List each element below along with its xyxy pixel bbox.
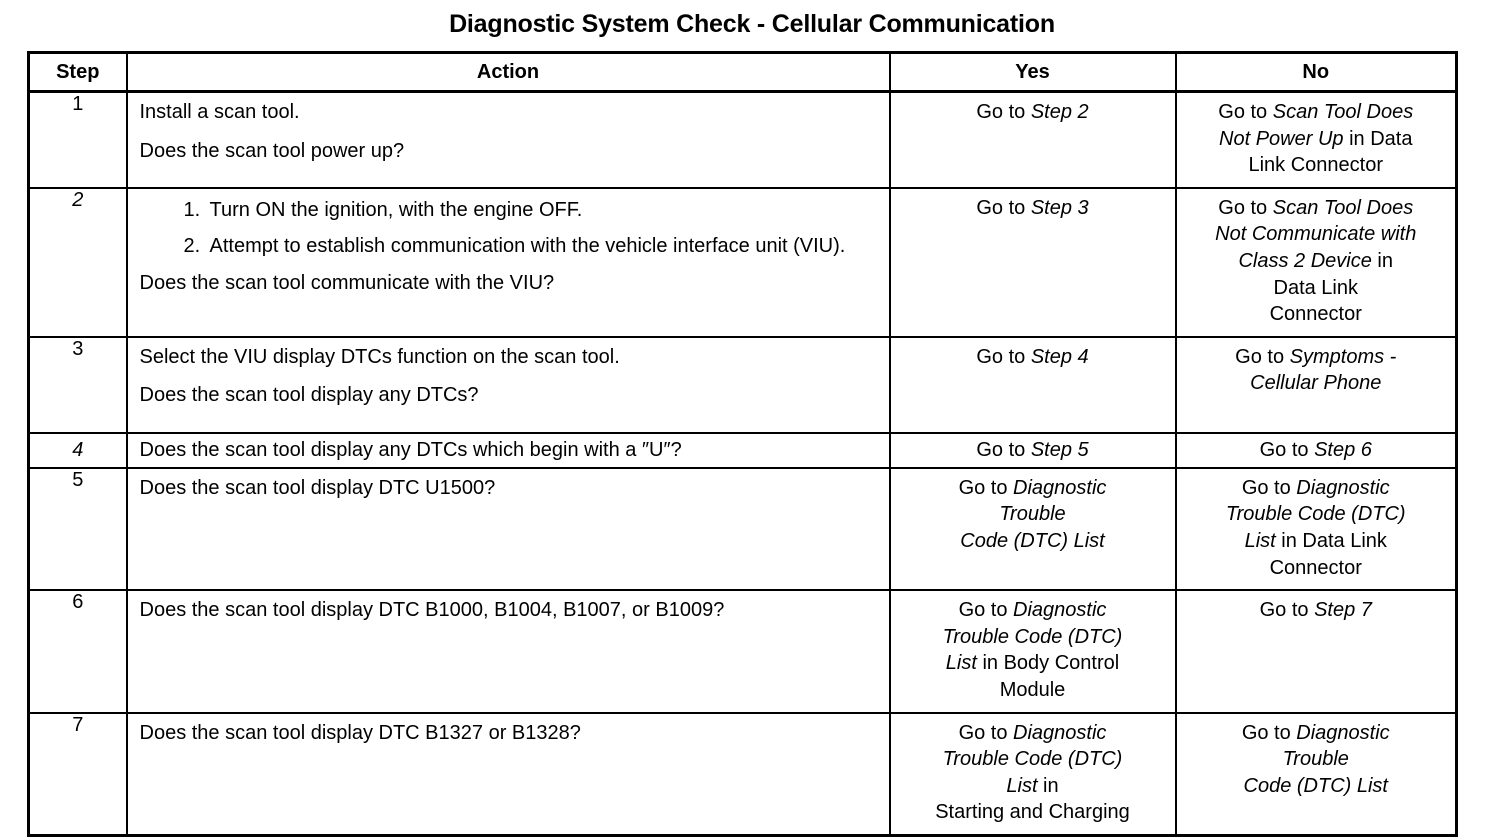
step-number-cell: 6 — [27, 589, 128, 714]
step-number-cell: 4 — [27, 431, 128, 469]
yes-answer-cell: Go to Diagnostic Trouble Code (DTC) List… — [888, 589, 1177, 714]
no-answer-cell: Go to Diagnostic Trouble Code (DTC) List — [1174, 711, 1458, 837]
no-answer-cell: Go to Step 7 — [1174, 589, 1458, 714]
table-row: 3 Select the VIU display DTCs function o… — [27, 335, 1458, 434]
no-answer-cell: Go to Step 6 — [1174, 431, 1458, 469]
answer-line: Not Power Up in Data — [1219, 127, 1413, 150]
step-number: 4 — [72, 438, 84, 461]
table-row: 5 Does the scan tool display DTC U1500? … — [27, 466, 1458, 592]
no-answer-cell: Go to Diagnostic Trouble Code (DTC) List… — [1174, 466, 1458, 592]
list-item: Turn ON the ignition, with the engine OF… — [184, 197, 583, 223]
table-row: 2 Turn ON the ignition, with the engine … — [27, 186, 1458, 338]
step-number-cell: 3 — [27, 335, 128, 434]
answer-line: Go to Scan Tool Does — [1218, 196, 1414, 219]
yes-answer-cell: Go to Diagnostic Trouble Code (DTC) List… — [888, 711, 1177, 837]
answer-line: Connector — [1269, 556, 1362, 579]
diagnostic-table-container: Step Action Yes No 1 Install a scan tool… — [27, 51, 1458, 837]
yes-answer-cell: Go to Step 4 — [888, 335, 1177, 434]
step-number-cell: 2 — [27, 186, 128, 338]
action-line: Does the scan tool power up? — [139, 139, 405, 162]
step-number: 6 — [72, 591, 84, 614]
table-row: 4 Does the scan tool display any DTCs wh… — [27, 431, 1458, 469]
action-cell: Select the VIU display DTCs function on … — [125, 335, 891, 434]
answer-line: Go to Diagnostic — [1241, 476, 1390, 499]
action-cell: Install a scan tool. Does the scan tool … — [125, 90, 891, 189]
column-header-step: Step — [27, 51, 128, 93]
action-line: Install a scan tool. — [139, 101, 300, 123]
answer-line: Go to Step 3 — [976, 196, 1089, 219]
action-line: Select the VIU display DTCs function on … — [139, 345, 620, 368]
answer-line: Link Connector — [1248, 154, 1384, 177]
no-answer-cell: Go to Scan Tool Does Not Communicate wit… — [1174, 186, 1458, 338]
step-number: 1 — [72, 93, 84, 115]
action-line: Does the scan tool display any DTCs? — [139, 384, 479, 407]
answer-line: List in Data Link — [1244, 529, 1387, 552]
answer-line: Go to Symptoms - — [1235, 345, 1397, 368]
answer-line: Not Communicate with — [1215, 223, 1417, 246]
action-cell: Turn ON the ignition, with the engine OF… — [125, 186, 891, 338]
step-number-cell: 7 — [27, 711, 128, 837]
action-cell: Does the scan tool display DTC B1327 or … — [125, 711, 891, 837]
action-line: Does the scan tool communicate with the … — [139, 271, 555, 294]
no-answer-cell: Go to Symptoms - Cellular Phone — [1174, 335, 1458, 434]
column-header-yes: Yes — [888, 51, 1177, 93]
column-header-no: No — [1174, 51, 1458, 93]
yes-answer-cell: Go to Diagnostic Trouble Code (DTC) List — [888, 466, 1177, 592]
answer-line: Go to Step 7 — [1259, 599, 1372, 622]
column-header-action: Action — [125, 51, 891, 93]
table-row: 6 Does the scan tool display DTC B1000, … — [27, 589, 1458, 714]
action-line: Does the scan tool display DTC B1000, B1… — [139, 599, 725, 622]
action-line: Does the scan tool display any DTCs whic… — [139, 438, 682, 461]
no-answer-cell: Go to Scan Tool Does Not Power Up in Dat… — [1174, 90, 1458, 189]
answer-line: List in Body Control — [945, 652, 1120, 675]
answer-line: Go to Scan Tool Does — [1218, 101, 1414, 123]
answer-line: Go to Diagnostic — [958, 721, 1107, 744]
answer-line: Data Link — [1273, 276, 1359, 299]
action-cell: Does the scan tool display any DTCs whic… — [125, 431, 891, 469]
step-number-cell: 5 — [27, 466, 128, 592]
answer-line: Class 2 Device in — [1238, 249, 1393, 272]
answer-line: Module — [999, 678, 1066, 701]
step-number-cell: 1 — [27, 90, 128, 189]
step-number: 7 — [72, 713, 84, 736]
answer-line: Starting and Charging — [935, 801, 1130, 824]
action-numbered-list: Turn ON the ignition, with the engine OF… — [140, 197, 879, 260]
yes-answer-cell: Go to Step 2 — [888, 90, 1177, 189]
action-line: Does the scan tool display DTC B1327 or … — [139, 721, 581, 744]
answer-line: Go to Diagnostic — [958, 476, 1107, 499]
answer-line: Go to Step 2 — [976, 101, 1089, 123]
step-number: 3 — [72, 337, 84, 360]
answer-line: Trouble Code (DTC) — [1225, 503, 1406, 526]
yes-answer-cell: Go to Step 3 — [888, 186, 1177, 338]
answer-line: Go to Diagnostic — [1241, 721, 1390, 744]
action-cell: Does the scan tool display DTC B1000, B1… — [125, 589, 891, 714]
diagnostic-table: Step Action Yes No 1 Install a scan tool… — [27, 51, 1458, 837]
yes-answer-cell: Go to Step 5 — [888, 431, 1177, 469]
answer-line: Cellular Phone — [1250, 372, 1382, 395]
step-number: 5 — [72, 468, 84, 491]
table-row: 7 Does the scan tool display DTC B1327 o… — [27, 711, 1458, 837]
table-row: 1 Install a scan tool. Does the scan too… — [27, 90, 1458, 189]
answer-line: Code (DTC) List — [1243, 774, 1388, 797]
answer-line: Code (DTC) List — [960, 529, 1105, 552]
answer-line: Trouble — [1282, 748, 1349, 771]
answer-line: Trouble Code (DTC) — [942, 748, 1123, 771]
step-number: 2 — [72, 188, 84, 211]
answer-line: List in — [1006, 774, 1059, 797]
answer-line: Go to Step 4 — [976, 345, 1089, 368]
answer-line: Trouble — [999, 503, 1066, 526]
list-item: Attempt to establish communication with … — [184, 233, 846, 259]
answer-line: Go to Step 5 — [976, 438, 1089, 461]
table-header-row: Step Action Yes No — [27, 51, 1458, 93]
page-title: Diagnostic System Check - Cellular Commu… — [449, 10, 1055, 38]
action-cell: Does the scan tool display DTC U1500? — [125, 466, 891, 592]
answer-line: Connector — [1269, 303, 1362, 326]
answer-line: Go to Step 6 — [1259, 438, 1372, 461]
action-line: Does the scan tool display DTC U1500? — [139, 476, 496, 499]
answer-line: Go to Diagnostic — [958, 599, 1107, 622]
answer-line: Trouble Code (DTC) — [942, 625, 1123, 648]
